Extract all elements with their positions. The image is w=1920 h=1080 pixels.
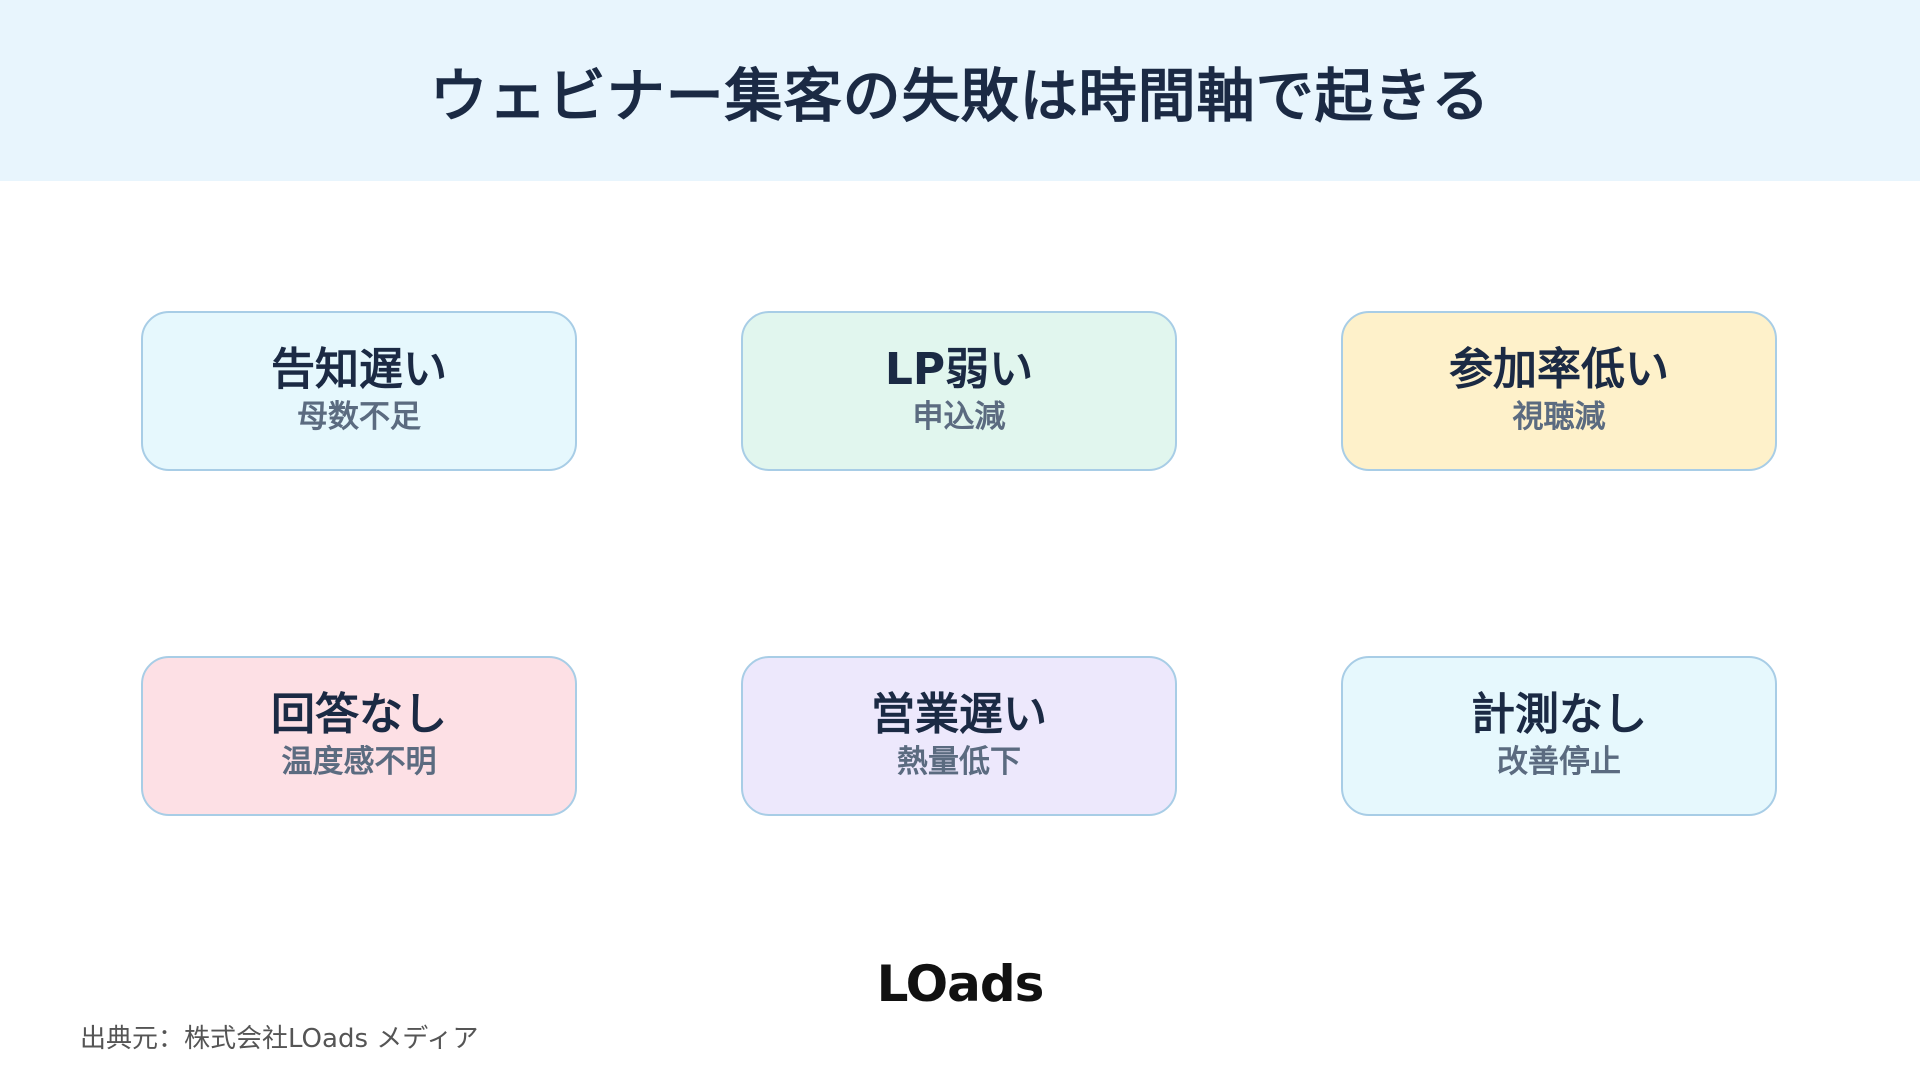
loads-logo: LOads <box>876 955 1045 1013</box>
card-title: 参加率低い <box>1449 343 1669 395</box>
card-6: 計測なし 改善停止 <box>1341 656 1777 816</box>
page-title: ウェビナー集客の失敗は時間軸で起きる <box>429 61 1491 130</box>
card-subtitle: 熱量低下 <box>897 744 1021 781</box>
card-title: 営業遅い <box>871 688 1047 740</box>
card-title: LP弱い <box>884 343 1034 395</box>
card-subtitle: 視聴減 <box>1512 399 1606 436</box>
header-band: ウェビナー集客の失敗は時間軸で起きる <box>0 0 1920 181</box>
card-subtitle: 温度感不明 <box>281 744 437 781</box>
card-4: 回答なし 温度感不明 <box>141 656 577 816</box>
card-5: 営業遅い 熱量低下 <box>741 656 1177 816</box>
card-title: 告知遅い <box>271 343 447 395</box>
card-title: 回答なし <box>271 688 447 740</box>
card-1: 告知遅い 母数不足 <box>141 311 577 471</box>
card-3: 参加率低い 視聴減 <box>1341 311 1777 471</box>
card-subtitle: 母数不足 <box>297 399 421 436</box>
card-2: LP弱い 申込減 <box>741 311 1177 471</box>
card-subtitle: 改善停止 <box>1497 744 1621 781</box>
source-credit: 出典元：株式会社LOads メディア <box>80 1024 479 1054</box>
card-title: 計測なし <box>1471 688 1647 740</box>
card-subtitle: 申込減 <box>912 399 1006 436</box>
